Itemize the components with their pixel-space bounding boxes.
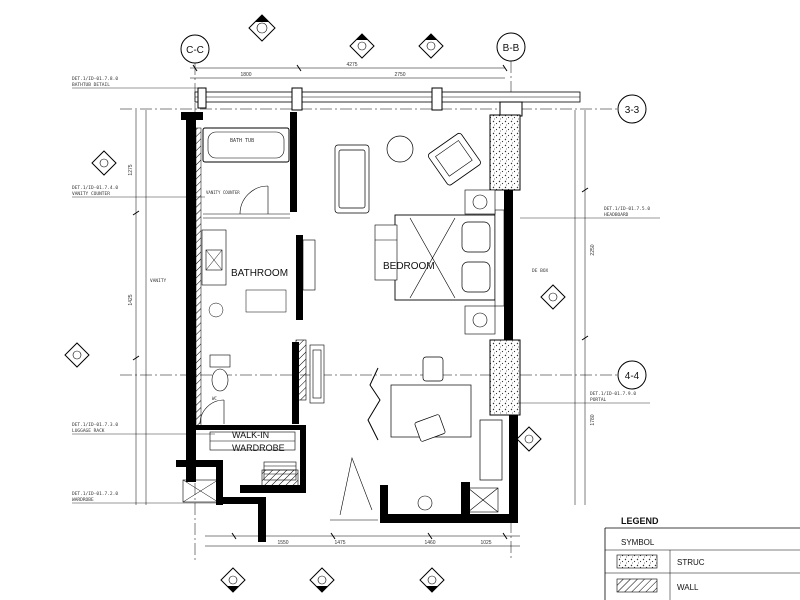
dim-left-a: 1275 [128,164,134,175]
dimension-lines [135,67,586,547]
armchair [427,132,481,186]
dim-right-b: 1780 [590,414,596,425]
legend-symbol-header: SYMBOL [621,538,655,547]
grid-label-4-4: 4-4 [625,371,640,382]
detail-notes-right: DET.1/ID-01.7.5.0 HEADBOARD DE BOX DET.1… [532,206,650,403]
grid-label-b-b: B-B [503,43,520,54]
dim-bottom-b: 1475 [334,540,345,546]
dim-bottom-d: 1025 [480,540,491,546]
wardrobe-fixtures [209,431,297,481]
legend-title: LEGEND [621,516,659,526]
note-bathtub-ref: DET.1/ID-01.7.8.0 [72,76,118,82]
note-bathtub: BATHTUB DETAIL [72,82,110,88]
elevation-marker-left-1 [91,150,117,176]
dim-top-a: 1800 [240,72,251,78]
note-wardrobe: WARDROBE [72,497,94,503]
vanity-counter-label: VANITY COUNTER [206,190,240,195]
grid-bubble-b-b: B-B [496,32,526,62]
elevation-marker-bottom-1 [220,567,246,593]
desk-area [390,356,503,481]
room-label-walk-in: WALK-IN [232,430,269,440]
bathtub-label: BATH TUB [230,138,254,144]
wc-fixture: WC [209,354,231,401]
dim-bottom-a: 1550 [277,540,288,546]
walls-hatched [182,127,307,503]
legend-swatch-structural [616,554,658,569]
round-table [386,135,414,163]
sofa-daybed [334,144,370,214]
note-headboard-ref: DET.1/ID-01.7.5.0 [604,206,650,212]
bed [394,209,505,307]
note-vanity: VANITY COUNTER [72,191,110,197]
bathroom-door-swing [199,185,269,425]
note-headboard: HEADBOARD [604,212,629,218]
elevation-marker-right-1 [540,284,566,310]
elevation-marker-bottom-3 [419,567,445,593]
legend-label-structural: STRUC [677,558,705,567]
grid-bubble-c-c: C-C [180,34,210,64]
tv-cabinet [374,224,398,281]
nightstands [464,189,496,335]
leader-lines [72,87,660,504]
wc-label: WC [212,396,217,401]
note-luggage: LUGGAGE RACK [72,428,105,434]
note-portal: PORTAL [590,397,607,403]
entry-door [330,456,499,521]
legend: LEGEND SYMBOL STRUC WALL [604,516,800,600]
detail-notes-left: DET.1/ID-01.7.8.0 BATHTUB DETAIL DET.1/I… [72,76,167,503]
note-de-box: DE BOX [532,268,549,274]
dimension-labels: 4275 1800 2750 1550 1475 1460 1025 1275 … [128,62,596,546]
legend-swatch-wall [616,578,658,593]
elevation-marker-right-2 [516,426,542,452]
dim-top-b: 2750 [394,72,405,78]
elevation-marker-left-2 [64,342,90,368]
bathtub: BATH TUB [202,127,290,163]
grid-bubble-4-4: 4-4 [617,360,647,390]
note-vanity-short: VANITY [150,278,167,284]
room-label-bathroom: BATHROOM [231,268,288,279]
dimension-ticks [132,64,589,540]
legend-label-wall: WALL [677,583,699,592]
window-strip [194,87,581,117]
note-wardrobe-ref: DET.1/ID-01.7.2.0 [72,491,118,497]
floor-lamp-curve [367,367,381,441]
luggage-rack [302,239,325,404]
shower-glass [203,213,290,318]
dim-left-b: 1425 [128,294,134,305]
dim-top-total: 4275 [346,62,357,68]
note-luggage-ref: DET.1/ID-01.7.3.0 [72,422,118,428]
note-vanity-ref: DET.1/ID-01.7.4.0 [72,185,118,191]
dim-right-a: 2250 [590,244,596,255]
elevation-marker-top-3 [418,33,444,59]
walls-solid [176,112,518,542]
grid-bubble-3-3: 3-3 [617,94,647,124]
elevation-marker-bottom-2 [309,567,335,593]
structural-walls [489,114,521,416]
note-portal-ref: DET.1/ID-01.7.9.0 [590,391,636,397]
dim-bottom-c: 1460 [424,540,435,546]
vanity-basin [201,229,227,286]
room-label-bedroom: BEDROOM [383,261,435,272]
grid-label-3-3: 3-3 [625,105,640,116]
room-label-wardrobe: WARDROBE [232,443,285,453]
grid-label-c-c: C-C [186,45,204,56]
elevation-marker-top-1 [248,14,276,42]
elevation-marker-top-2 [349,33,375,59]
